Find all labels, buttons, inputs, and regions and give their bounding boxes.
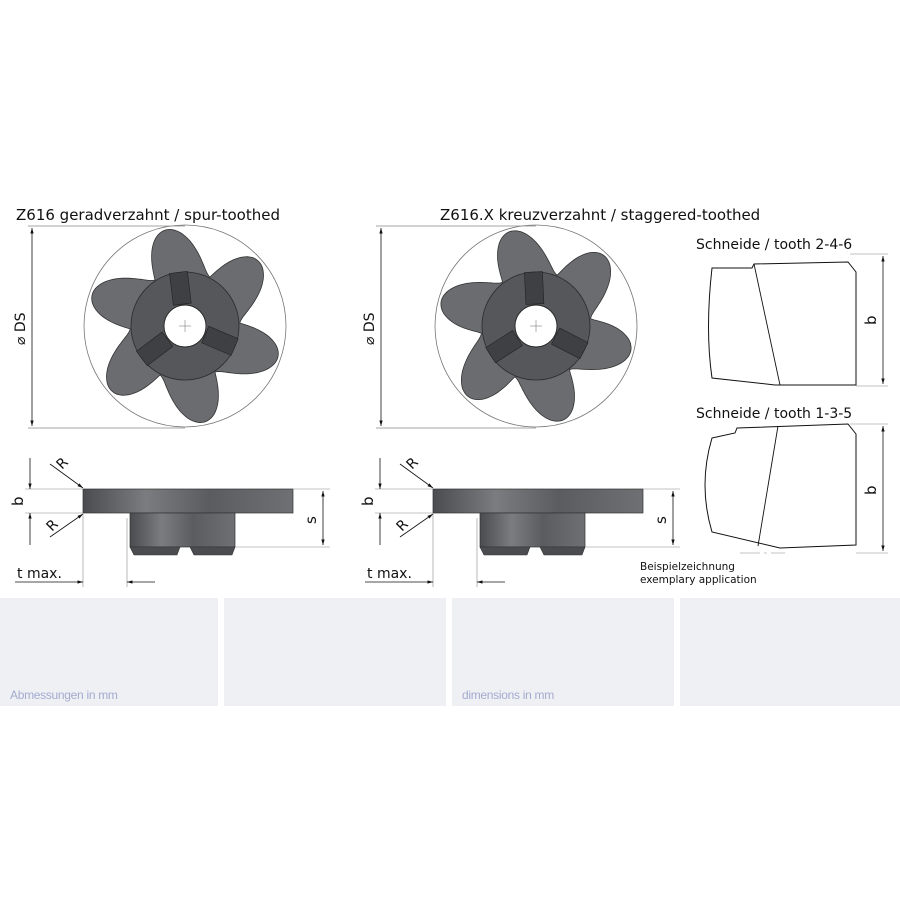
ds-label: ⌀ DS	[13, 312, 29, 345]
dimension-line	[399, 463, 434, 489]
drive-slot	[551, 327, 589, 360]
drive-slot	[136, 331, 174, 367]
hub-teeth	[479, 546, 586, 556]
r-label: R	[404, 454, 422, 472]
dimensions-label-en: dimensions in mm	[462, 688, 554, 702]
info-panel-3: dimensions in mm	[452, 598, 674, 706]
t-max-label: t max.	[17, 566, 62, 582]
title-staggered-toothed: Z616.X kreuzverzahnt / staggered-toothed	[440, 206, 760, 224]
dimension-line	[49, 513, 84, 538]
cutter-flange	[82, 488, 294, 514]
outer-diameter-circle	[434, 224, 638, 428]
drive-slot	[169, 270, 192, 306]
r-label: R	[44, 516, 62, 534]
title-spur-toothed: Z616 geradverzahnt / spur-toothed	[16, 206, 280, 224]
r-label: R	[54, 454, 72, 472]
b-label: b	[862, 315, 880, 325]
example-note-de: Beispielzeichnung	[640, 561, 735, 573]
cutter-front-view-staggered	[434, 224, 638, 428]
info-panel-2	[224, 598, 446, 706]
s-label: s	[652, 516, 670, 524]
info-panel-4	[680, 598, 900, 706]
b-label: b	[9, 496, 27, 506]
tooth-2-4-6-label: Schneide / tooth 2-4-6	[696, 237, 852, 253]
b-label: b	[862, 485, 880, 495]
info-panel-1: Abmessungen in mm	[0, 598, 218, 706]
ds-dimension-left: ⌀ DS	[13, 225, 185, 429]
dimensions-label-de: Abmessungen in mm	[10, 688, 118, 702]
cutter-hub	[479, 512, 586, 548]
example-note-en: exemplary application	[640, 574, 757, 586]
ds-dimension-right: ⌀ DS	[362, 225, 536, 429]
s-label: s	[302, 516, 320, 524]
ds-label: ⌀ DS	[362, 312, 378, 345]
cutter-front-view-spur	[83, 224, 287, 428]
cutter-flange	[432, 488, 644, 514]
tooth-profile-1-3-5: Schneide / tooth 1-3-5 b Beispielzeichnu…	[640, 406, 888, 586]
outer-diameter-circle	[83, 224, 287, 428]
t-max-label: t max.	[367, 566, 412, 582]
tooth-1-3-5-label: Schneide / tooth 1-3-5	[696, 406, 852, 422]
cutter-hub	[129, 512, 236, 548]
drive-slot	[524, 271, 545, 305]
b-label: b	[359, 496, 377, 506]
hub-teeth	[129, 546, 236, 556]
drive-slot	[485, 329, 523, 364]
dimension-line	[399, 513, 434, 538]
tooth-profile-2-4-6: Schneide / tooth 2-4-6 b	[696, 237, 888, 387]
dimension-line	[49, 463, 84, 489]
r-label: R	[394, 516, 412, 534]
drive-slot	[201, 325, 239, 356]
